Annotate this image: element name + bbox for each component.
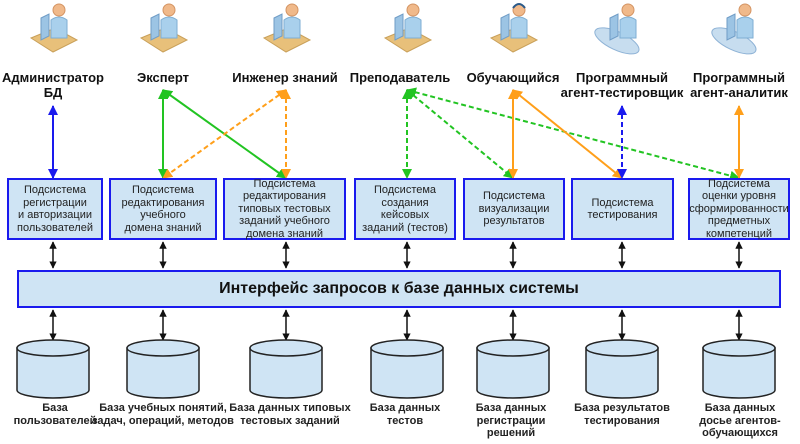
actor-label-learner: Обучающийся	[466, 70, 560, 85]
user-at-desk-icon	[29, 3, 79, 53]
link-learner-to-s6	[512, 89, 623, 179]
software-agent-icon	[594, 3, 640, 55]
database-users-icon	[16, 339, 90, 399]
actor-label-expert: Эксперт	[136, 70, 190, 85]
software-agent-icon	[711, 3, 757, 55]
user-at-desk-icon	[262, 3, 312, 53]
link-teacher-to-s5	[406, 89, 514, 179]
user-with-headset-icon	[489, 3, 539, 53]
actor-label-teacher: Преподаватель	[349, 70, 451, 85]
db-label-concepts: База учебных понятий,задач, операций, ме…	[92, 402, 234, 427]
user-at-desk-icon	[139, 3, 189, 53]
database-concepts-icon	[126, 339, 200, 399]
user-at-desk-icon	[383, 3, 433, 53]
link-teacher-to-s7	[406, 87, 740, 181]
link-engineer-to-s2	[162, 89, 287, 179]
database-tests-icon	[370, 339, 444, 399]
database-query-interface: Интерфейс запросов к базе данных системы	[17, 270, 781, 308]
database-typical-tasks-icon	[249, 339, 323, 399]
interface-label: Интерфейс запросов к базе данных системы	[219, 280, 579, 297]
database-test-results-icon	[585, 339, 659, 399]
actor-label-engineer: Инженер знаний	[232, 70, 338, 85]
database-solutions-icon	[476, 339, 550, 399]
database-agent-dossiers-icon	[702, 339, 776, 399]
